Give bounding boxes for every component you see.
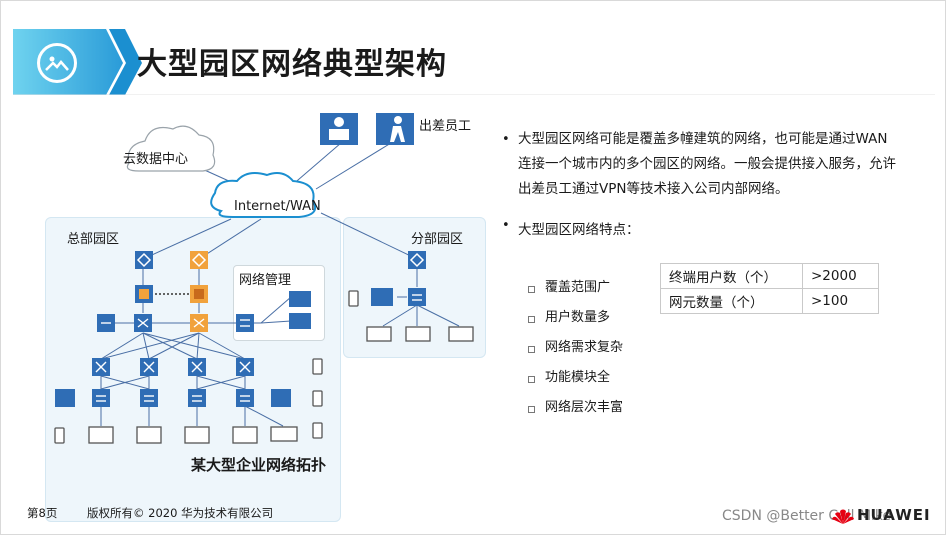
branch-campus-label: 分部园区 bbox=[411, 232, 464, 247]
page-title: 大型园区网络典型架构 bbox=[137, 47, 447, 82]
diagram-caption: 某大型企业网络拓扑 bbox=[191, 456, 327, 474]
list-item: 用户数量多 bbox=[528, 303, 623, 333]
stats-table: 终端用户数（个） >2000 网元数量（个） >100 bbox=[660, 263, 879, 314]
list-item: 覆盖范围广 bbox=[528, 273, 623, 303]
table-cell: >2000 bbox=[802, 263, 879, 289]
huawei-logo-text: HUAWEI bbox=[857, 506, 931, 524]
internet-wan-label: Internet/WAN bbox=[234, 199, 321, 214]
content-bullets: 大型园区网络可能是覆盖多幢建筑的网络，也可能是通过WAN连接一个城市内的多个园区… bbox=[498, 127, 898, 238]
table-cell: 网元数量（个） bbox=[660, 288, 803, 314]
overview-paragraph: 大型园区网络可能是覆盖多幢建筑的网络，也可能是通过WAN连接一个城市内的多个园区… bbox=[498, 127, 898, 202]
cloud-datacenter-label: 云数据中心 bbox=[123, 152, 189, 167]
table-row: 终端用户数（个） >2000 bbox=[660, 263, 879, 289]
network-topology-diagram: 云数据中心 Internet/WAN 出差员工 总部园区 分部园区 网络管理 bbox=[31, 101, 501, 522]
picture-icon bbox=[37, 43, 77, 83]
network-management-label: 网络管理 bbox=[239, 273, 292, 288]
header-banner: 大型园区网络典型架构 bbox=[1, 1, 946, 95]
list-item: 功能模块全 bbox=[528, 363, 623, 393]
topology-drawing bbox=[54, 113, 474, 444]
table-row: 网元数量（个） >100 bbox=[660, 288, 879, 314]
table-cell: >100 bbox=[802, 288, 879, 314]
features-list: 覆盖范围广 用户数量多 网络需求复杂 功能模块全 网络层次丰富 bbox=[528, 273, 623, 423]
list-item: 网络层次丰富 bbox=[528, 393, 623, 423]
features-heading: 大型园区网络特点： bbox=[498, 218, 898, 238]
page-number: 第8页 bbox=[27, 506, 58, 520]
table-cell: 终端用户数（个） bbox=[660, 263, 803, 289]
copyright-text: 版权所有© 2020 华为技术有限公司 bbox=[87, 506, 274, 520]
hq-campus-label: 总部园区 bbox=[67, 232, 120, 247]
huawei-logo: HUAWEI bbox=[831, 506, 941, 528]
huawei-flower-icon bbox=[832, 509, 854, 524]
traveler-label: 出差员工 bbox=[419, 119, 472, 134]
list-item: 网络需求复杂 bbox=[528, 333, 623, 363]
